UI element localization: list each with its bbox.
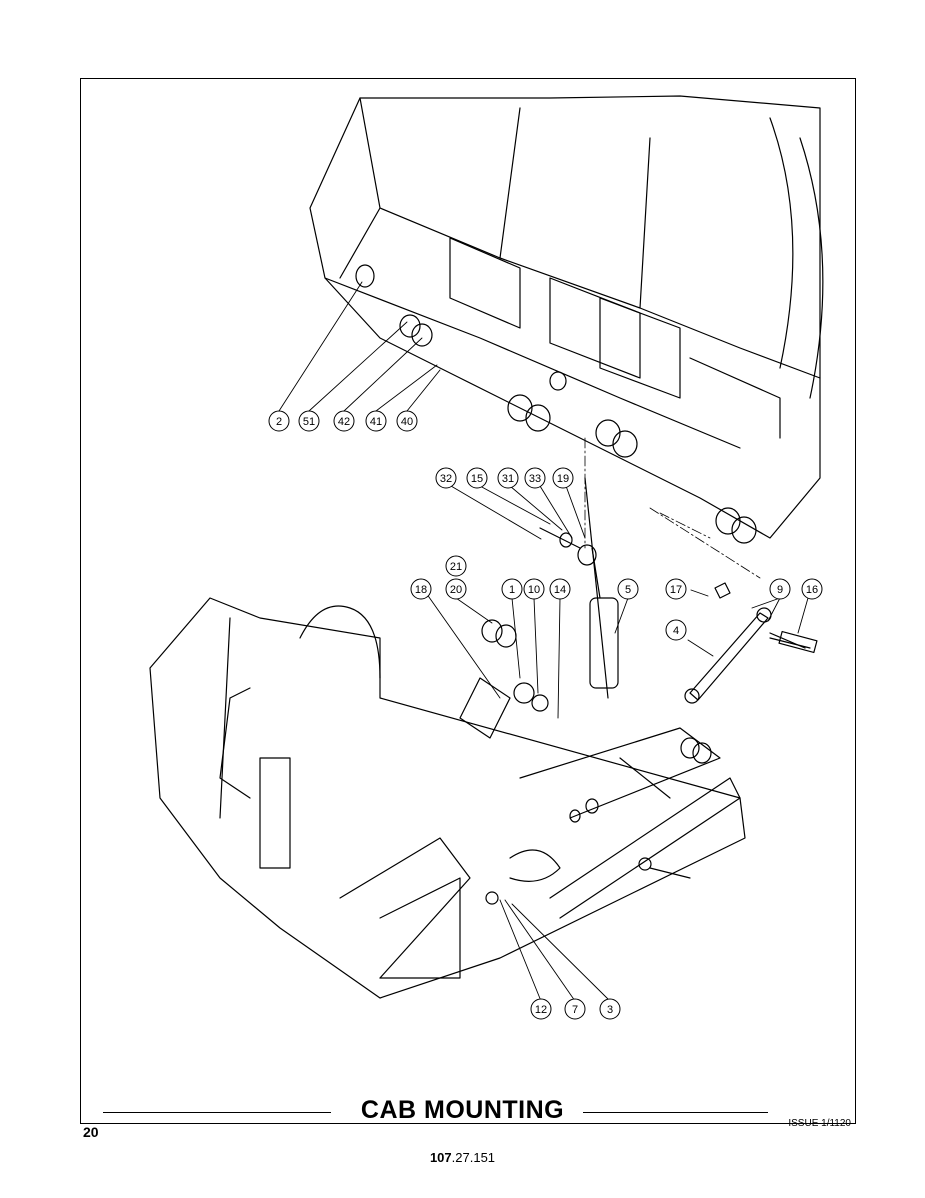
callout-3: 3 [599, 998, 621, 1020]
svg-text:9: 9 [777, 584, 783, 596]
svg-text:51: 51 [303, 416, 315, 428]
callout-10: 10 [523, 578, 545, 600]
callout-19: 19 [552, 467, 574, 489]
svg-text:1: 1 [509, 584, 515, 596]
title-rule-right [583, 1112, 768, 1113]
document-number-rest: .27.151 [451, 1150, 496, 1165]
svg-text:40: 40 [401, 416, 413, 428]
upper-bushings [355, 264, 757, 544]
issue-label: ISSUE 1/1120 [788, 1118, 851, 1129]
callout-4: 4 [665, 619, 687, 641]
svg-text:33: 33 [529, 473, 541, 485]
center-lines [584, 437, 761, 579]
svg-text:41: 41 [370, 416, 382, 428]
callout-9: 9 [769, 578, 791, 600]
callout-41: 41 [365, 410, 387, 432]
callout-18: 18 [410, 578, 432, 600]
svg-text:21: 21 [450, 561, 462, 573]
document-number-bold: 107 [429, 1150, 452, 1165]
svg-text:4: 4 [673, 625, 679, 637]
callout-17: 17 [665, 578, 687, 600]
page-number: 20 [83, 1124, 99, 1140]
callout-31: 31 [497, 467, 519, 489]
svg-text:5: 5 [625, 584, 631, 596]
callout-42: 42 [333, 410, 355, 432]
callout-12: 12 [530, 998, 552, 1020]
callout-2: 2 [268, 410, 290, 432]
cylinder-assembly [539, 477, 619, 699]
svg-text:10: 10 [528, 584, 540, 596]
callout-33: 33 [524, 467, 546, 489]
svg-text:20: 20 [450, 584, 462, 596]
document-number: 107.27.151 [0, 1150, 925, 1165]
callout-14: 14 [549, 578, 571, 600]
page-title: CAB MOUNTING [360, 1096, 565, 1124]
svg-text:17: 17 [670, 584, 682, 596]
svg-text:16: 16 [806, 584, 818, 596]
svg-text:19: 19 [557, 473, 569, 485]
svg-text:31: 31 [502, 473, 514, 485]
callout-16: 16 [801, 578, 823, 600]
callout-51: 51 [298, 410, 320, 432]
callout-40: 40 [396, 410, 418, 432]
svg-text:2: 2 [276, 416, 282, 428]
page-frame [80, 78, 856, 1124]
svg-text:7: 7 [572, 1004, 578, 1016]
leader-lines [278, 281, 809, 1002]
svg-text:42: 42 [338, 416, 350, 428]
chassis-frame [149, 597, 746, 999]
svg-text:14: 14 [554, 584, 566, 596]
svg-text:15: 15 [471, 473, 483, 485]
cab-frame [309, 95, 824, 539]
svg-text:3: 3 [607, 1004, 613, 1016]
callout-21: 21 [445, 555, 467, 577]
link-assembly [684, 607, 818, 704]
callout-7: 7 [564, 998, 586, 1020]
svg-text:12: 12 [535, 1004, 547, 1016]
title-rule-left [103, 1112, 331, 1113]
svg-text:18: 18 [415, 584, 427, 596]
svg-text:32: 32 [440, 473, 452, 485]
callout-5: 5 [617, 578, 639, 600]
callout-32: 32 [435, 467, 457, 489]
callout-15: 15 [466, 467, 488, 489]
exploded-parts-diagram: 2 51 42 41 40 32 15 31 33 19 21 20 18 1 … [149, 95, 824, 1020]
callout-labels: 2 51 42 41 40 32 15 31 33 19 21 20 18 1 … [268, 410, 823, 1020]
callout-20: 20 [445, 578, 467, 600]
callout-1: 1 [501, 578, 523, 600]
